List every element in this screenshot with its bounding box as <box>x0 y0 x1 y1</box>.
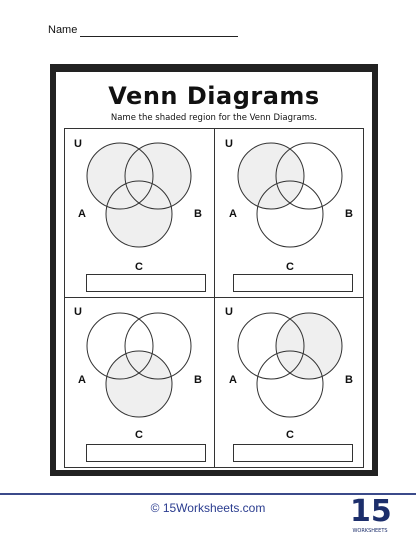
venn-diagram <box>86 312 192 418</box>
circle-c <box>256 180 324 248</box>
circle-b <box>275 312 343 380</box>
answer-box[interactable] <box>86 274 206 292</box>
footer-divider <box>0 493 416 495</box>
circle-a <box>86 312 154 380</box>
footer-site-link[interactable]: © 15Worksheets.com <box>150 501 266 515</box>
universe-label: U <box>74 138 82 150</box>
venn-diagram <box>86 142 192 248</box>
venn-panel: U A B C <box>64 298 214 468</box>
set-c-label: C <box>135 429 143 441</box>
venn-shading <box>276 313 342 379</box>
venn-shading <box>87 143 191 247</box>
circle-c <box>256 350 324 418</box>
circle-c-fill <box>106 351 172 417</box>
venn-panel: U A B C <box>215 128 365 298</box>
set-a-label: A <box>229 208 237 220</box>
logo-text: WORKSHEETS <box>352 528 388 534</box>
set-c-label: C <box>286 429 294 441</box>
logo-number: 15 <box>350 494 392 529</box>
set-c-label: C <box>135 261 143 273</box>
circle-c <box>105 350 173 418</box>
set-c-label: C <box>286 261 294 273</box>
answer-box[interactable] <box>233 444 353 462</box>
universe-label: U <box>225 306 233 318</box>
venn-panel: U A B C <box>215 298 365 468</box>
answer-box[interactable] <box>86 444 206 462</box>
venn-shading <box>106 351 172 417</box>
venn-diagram <box>237 312 343 418</box>
universe-label: U <box>74 306 82 318</box>
set-a-label: A <box>78 374 86 386</box>
venn-diagram <box>237 142 343 248</box>
brand-logo: 15 WORKSHEETS <box>350 494 392 536</box>
answer-box[interactable] <box>233 274 353 292</box>
worksheet-title: Venn Diagrams <box>108 82 320 110</box>
set-b-label: B <box>194 374 202 386</box>
circle-c <box>105 180 173 248</box>
set-a-label: A <box>229 374 237 386</box>
grid-divider-vertical <box>214 128 215 468</box>
set-a-label: A <box>78 208 86 220</box>
circle-b <box>124 142 192 210</box>
grid-divider-horizontal <box>64 297 364 298</box>
set-b-label: B <box>345 374 353 386</box>
name-line[interactable] <box>80 36 238 37</box>
circle-b <box>124 312 192 380</box>
circle-a <box>86 142 154 210</box>
venn-shading <box>238 143 304 209</box>
circle-b <box>275 142 343 210</box>
worksheet-subtitle: Name the shaded region for the Venn Diag… <box>110 113 318 123</box>
venn-panel: U A B C <box>64 128 214 298</box>
circle-b-fill <box>276 313 342 379</box>
set-b-label: B <box>345 208 353 220</box>
circle-c-fill <box>106 181 172 247</box>
circle-a-fill <box>238 143 304 209</box>
circle-a <box>237 312 305 380</box>
set-b-label: B <box>194 208 202 220</box>
universe-label: U <box>225 138 233 150</box>
name-label: Name <box>48 24 78 36</box>
circle-a <box>237 142 305 210</box>
